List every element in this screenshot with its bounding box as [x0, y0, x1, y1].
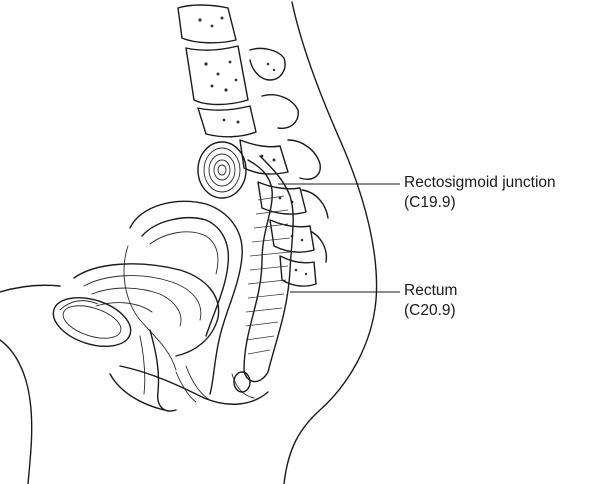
pubic-symphysis: [47, 289, 137, 356]
rectosigmoid-junction-label: Rectosigmoid junction (C19.9): [404, 173, 556, 213]
rectum-code: (C20.9): [404, 301, 457, 321]
rectosigmoid-code: (C19.9): [404, 193, 556, 213]
anterior-contour: [0, 285, 60, 292]
back-contour: [284, 2, 377, 484]
uterus: [124, 201, 242, 394]
rectum-label: Rectum (C20.9): [404, 281, 457, 321]
rectosigmoid-name: Rectosigmoid junction: [404, 173, 556, 193]
rectum-name: Rectum: [404, 281, 457, 301]
anterior-lower-contour: [0, 340, 32, 484]
rectum: [244, 156, 293, 382]
vertebral-column: [178, 5, 328, 286]
sigmoid-colon-coil: [198, 142, 246, 198]
pelvic-floor: [110, 366, 268, 410]
